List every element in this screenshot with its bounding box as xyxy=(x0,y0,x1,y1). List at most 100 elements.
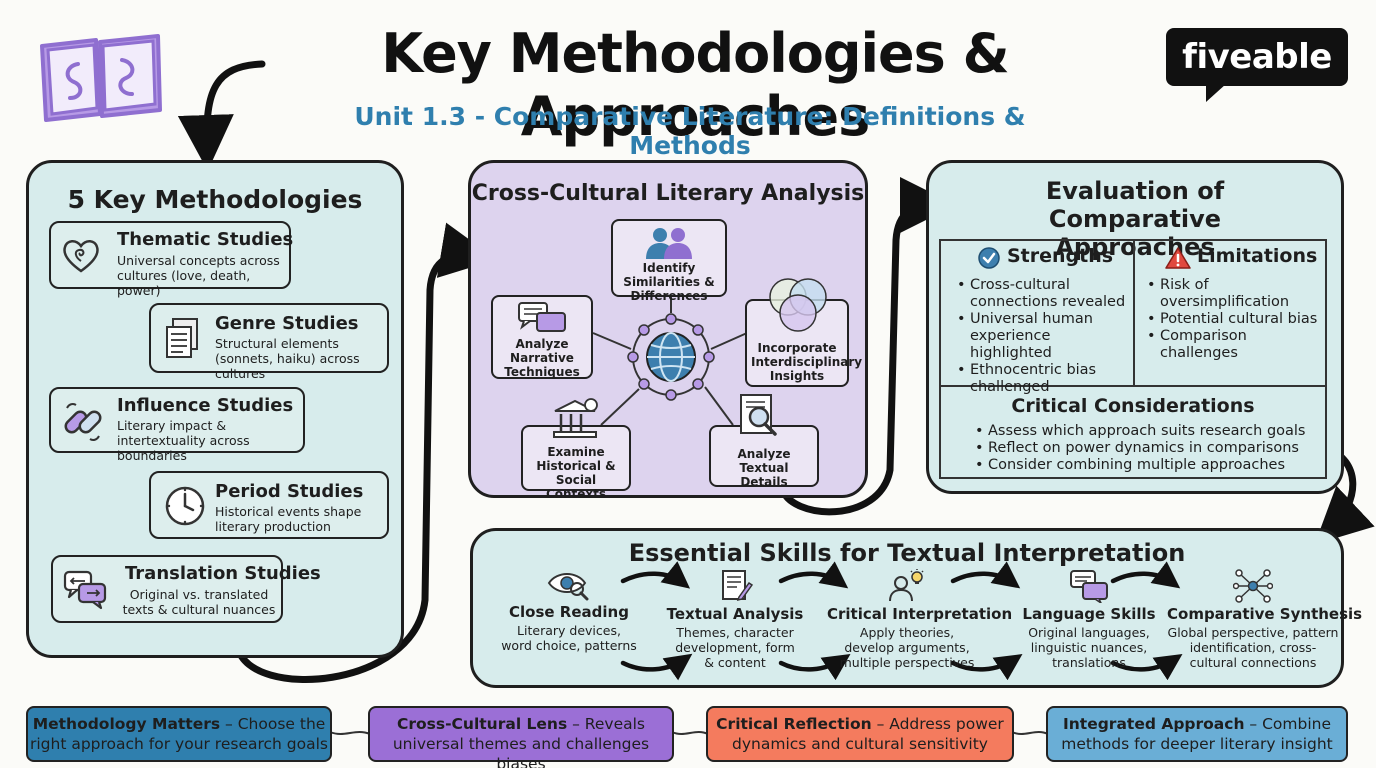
footer-bold: Integrated Approach xyxy=(1062,715,1245,733)
cross-node-similarities: Identify Similarities & Differences xyxy=(611,219,727,303)
logo-text: fiveable xyxy=(1182,37,1332,77)
method-desc: Original vs. translated texts & cultural… xyxy=(122,587,276,617)
critical-list: Assess which approach suits research goa… xyxy=(975,423,1315,474)
cross-cultural-title: Cross-Cultural Literary Analysis xyxy=(471,181,865,206)
method-title: Translation Studies xyxy=(125,563,321,584)
footer-text: – Address power dynamics and cultural se… xyxy=(732,715,1004,753)
footer-bold: Methodology Matters xyxy=(32,715,221,733)
arrow-cross-to-eval xyxy=(778,177,956,516)
skill-title: Textual Analysis xyxy=(666,605,804,623)
method-title: Thematic Studies xyxy=(117,229,294,250)
footer-text: – Choose the right approach for your res… xyxy=(29,715,328,753)
person-lightbulb-icon xyxy=(889,569,924,602)
critical-item: Consider combining multiple approaches xyxy=(975,457,1315,474)
arrow-methods-to-cross xyxy=(234,222,497,683)
chat-bubbles-icon xyxy=(518,302,566,332)
footer-text: – Combine methods for deeper literary in… xyxy=(1061,715,1333,753)
network-nodes-icon xyxy=(1233,569,1273,603)
method-card-genre: Genre Studies Structural elements (sonne… xyxy=(149,303,389,381)
critical-item: Assess which approach suits research goa… xyxy=(975,423,1315,440)
globe-network-icon xyxy=(627,313,715,401)
footer-methodology-matters: Methodology Matters – Choose the right a… xyxy=(26,706,332,762)
language-bubbles-icon xyxy=(1070,570,1108,603)
skill-title: Close Reading xyxy=(509,603,629,621)
venn-diagram-icon xyxy=(769,278,827,332)
method-card-translation: Translation Studies Original vs. transla… xyxy=(51,555,321,623)
limitations-list: Risk of oversimplification Potential cul… xyxy=(1147,277,1327,362)
footer-cross-cultural-lens: Cross-Cultural Lens – Reveals universal … xyxy=(368,706,674,768)
limitation-item: Potential cultural bias xyxy=(1147,311,1327,328)
skill-textual-analysis: Textual Analysis Themes, character devel… xyxy=(655,569,815,670)
skills-title: Essential Skills for Textual Interpretat… xyxy=(628,539,1186,567)
open-book-icon xyxy=(40,34,162,122)
page-subtitle: Unit 1.3 - Comparative Literature: Defin… xyxy=(354,102,1026,160)
strengths-heading: Strengths xyxy=(1007,245,1114,267)
strength-item: Cross-cultural connections revealed xyxy=(957,277,1133,311)
skill-flow-arrows xyxy=(620,561,1183,681)
cross-node-historical: Examine Historical & Social Contexts xyxy=(521,398,631,501)
strength-item: Universal human experience highlighted xyxy=(957,311,1133,362)
evaluation-title: Evaluation of Comparative Approaches xyxy=(1045,177,1225,261)
skill-title: Language Skills xyxy=(1022,605,1156,623)
cross-cultural-panel: Cross-Cultural Literary Analysis Identif… xyxy=(468,160,868,501)
footer-integrated-approach: Integrated Approach – Combine methods fo… xyxy=(1046,706,1348,762)
method-desc: Literary impact & intertextuality across… xyxy=(117,418,250,463)
cross-node-label: Analyze Textual Details xyxy=(737,447,791,489)
method-title: Period Studies xyxy=(215,481,364,502)
check-circle-icon xyxy=(978,247,1000,269)
arrow-title-to-methods xyxy=(177,60,266,171)
documents-icon xyxy=(166,318,198,358)
strengths-list: Cross-cultural connections revealed Univ… xyxy=(957,277,1133,396)
method-title: Genre Studies xyxy=(215,313,359,334)
cross-node-narrative: Analyze Narrative Techniques xyxy=(491,295,593,379)
skill-comparative-synthesis: Comparative Synthesis Global perspective… xyxy=(1167,569,1363,670)
skill-language: Language Skills Original languages, ling… xyxy=(1009,569,1169,670)
cross-node-interdisciplinary: Incorporate Interdisciplinary Insights xyxy=(745,278,863,387)
speech-bubbles-icon xyxy=(63,570,107,610)
method-card-influence: Influence Studies Literary impact & inte… xyxy=(49,387,305,463)
method-card-thematic: Thematic Studies Universal concepts acro… xyxy=(49,221,294,298)
critical-item: Reflect on power dynamics in comparisons xyxy=(975,440,1315,457)
footer-text: – Reveals universal themes and challenge… xyxy=(392,715,650,768)
magnifier-document-icon xyxy=(740,394,777,436)
cross-node-label: Identify Similarities & Differences xyxy=(623,261,715,303)
limitations-heading: Limitations xyxy=(1197,245,1318,267)
cross-node-label: Incorporate Interdisciplinary Insights xyxy=(751,341,863,383)
skill-desc: Apply theories, develop arguments, multi… xyxy=(839,625,975,670)
skill-desc: Original languages, linguistic nuances, … xyxy=(1028,625,1150,670)
skills-panel: Essential Skills for Textual Interpretat… xyxy=(470,528,1363,688)
skill-title: Critical Interpretation xyxy=(827,605,1013,623)
limitation-item: Risk of oversimplification xyxy=(1147,277,1327,311)
strength-item: Ethnocentric bias challenged xyxy=(957,362,1133,396)
clock-icon xyxy=(165,486,205,526)
evaluation-panel: Evaluation of Comparative Approaches Str… xyxy=(926,160,1344,494)
footer-bold: Cross-Cultural Lens xyxy=(397,715,568,733)
method-desc: Structural elements (sonnets, haiku) acr… xyxy=(215,336,360,381)
heart-spiral-icon xyxy=(63,240,99,273)
cross-node-textual: Analyze Textual Details xyxy=(709,394,819,489)
cross-node-label: Examine Historical & Social Contexts xyxy=(536,445,616,501)
evaluation-grid: Strengths Cross-cultural connections rev… xyxy=(939,239,1327,479)
cross-node-label: Analyze Narrative Techniques xyxy=(504,337,580,379)
method-title: Influence Studies xyxy=(117,395,294,416)
method-card-period: Period Studies Historical events shape l… xyxy=(149,471,389,539)
people-icon xyxy=(646,228,692,259)
critical-heading: Critical Considerations xyxy=(1011,395,1255,417)
limitation-item: Comparison challenges xyxy=(1147,328,1327,362)
methodologies-panel: 5 Key Methodologies Thematic Studies Uni… xyxy=(26,160,404,658)
method-desc: Universal concepts across cultures (love… xyxy=(117,253,280,298)
page-title: Key Methodologies & Approaches xyxy=(381,22,1009,148)
document-pen-icon xyxy=(722,570,754,602)
footer-bold: Critical Reflection xyxy=(716,715,872,733)
museum-icon xyxy=(553,398,598,438)
skill-desc: Themes, character development, form & co… xyxy=(675,625,795,670)
fiveable-logo[interactable]: fiveable xyxy=(1166,28,1348,102)
skill-desc: Literary devices, word choice, patterns xyxy=(501,623,637,653)
chain-link-icon xyxy=(64,403,102,441)
method-desc: Historical events shape literary product… xyxy=(215,504,362,534)
hub-connectors xyxy=(592,297,748,426)
methodologies-title: 5 Key Methodologies xyxy=(67,185,363,214)
eye-magnifier-icon xyxy=(547,573,589,601)
skill-title: Comparative Synthesis xyxy=(1167,605,1363,623)
skill-desc: Global perspective, pattern identificati… xyxy=(1167,625,1339,670)
